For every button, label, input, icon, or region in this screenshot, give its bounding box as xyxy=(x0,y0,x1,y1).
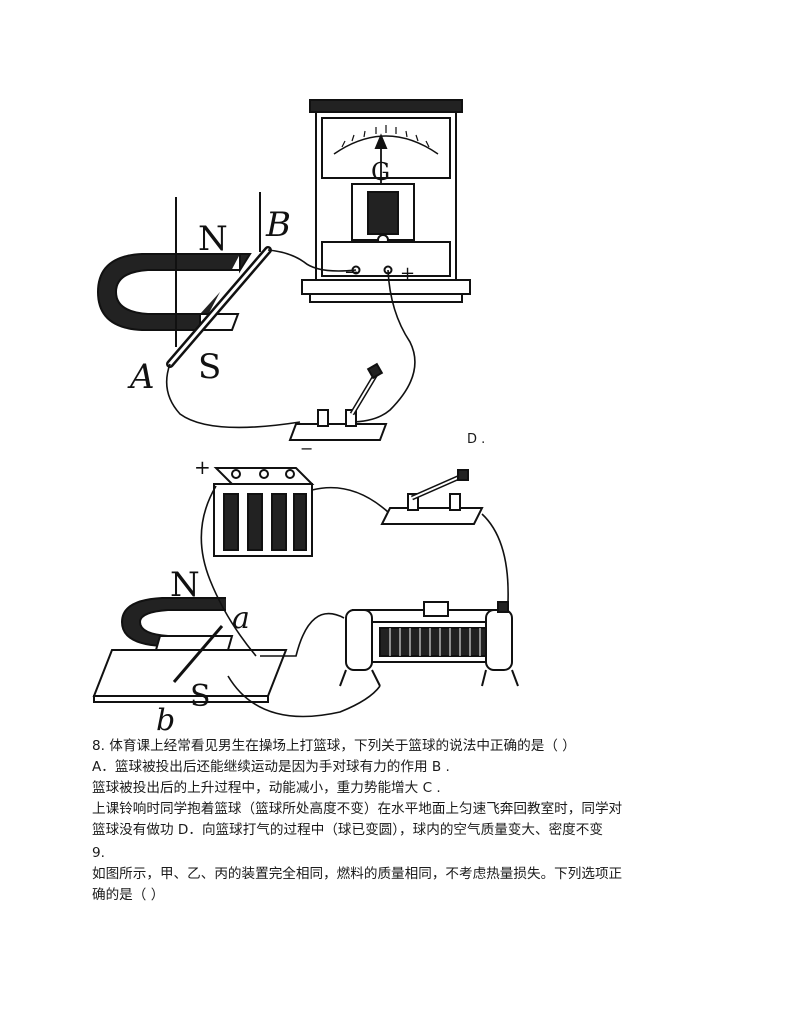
horseshoe-magnet-2 xyxy=(92,597,288,703)
conductor-rod-2 xyxy=(172,625,224,683)
question-9-line-1: 如图所示，甲、乙、丙的装置完全相同，燃料的质量相同，不考虑热量损失。下列选项正 xyxy=(92,866,623,882)
conductor-rod xyxy=(166,246,272,368)
pole-S-2: S xyxy=(190,679,211,714)
pole-N-2: N xyxy=(170,565,200,605)
question-9-line-2: 确的是（ ） xyxy=(92,887,165,903)
question-8-line-a: A．篮球被投出后还能继续运动是因为手对球有力的作用 B . xyxy=(92,759,450,775)
terminal-minus: − xyxy=(344,262,359,283)
question-8-line-d: 篮球没有做功 D．向篮球打气的过程中（球已变圆），球内的空气质量变大、密度不变 xyxy=(92,822,603,838)
question-8-line-c: 上课铃响时同学抱着篮球（篮球所处高度不变）在水平地面上匀速飞奔回教室时，同学对 xyxy=(92,801,623,817)
wires-2 xyxy=(200,485,509,718)
question-9-number: 9. xyxy=(92,845,105,861)
end-a: a xyxy=(232,601,250,636)
figure-battery-circuit: + xyxy=(90,450,530,740)
question-8-stem: 8. 体育课上经常看见男生在操场上打篮球，下列关于篮球的说法中正确的是（ ） xyxy=(92,738,576,754)
option-d-label: D . xyxy=(467,432,486,447)
figure-galvanometer-circuit: G − + N S A B xyxy=(90,92,480,458)
battery-plus: + xyxy=(194,455,211,479)
pole-N: N xyxy=(198,219,228,259)
knife-switch-2 xyxy=(380,469,484,525)
rails xyxy=(175,192,261,347)
galvanometer xyxy=(301,99,471,303)
battery xyxy=(213,467,315,557)
horseshoe-magnet xyxy=(96,253,252,331)
question-8: 8. 体育课上经常看见男生在操场上打篮球，下列关于篮球的说法中正确的是（ ） A… xyxy=(92,736,722,841)
meter-letter: G xyxy=(371,158,390,186)
wires xyxy=(165,249,416,429)
knife-switch xyxy=(288,362,388,441)
question-9: 9. 如图所示，甲、乙、丙的装置完全相同，燃料的质量相同，不考虑热量损失。下列选… xyxy=(92,843,722,906)
end-B: B xyxy=(265,205,291,245)
terminal-plus: + xyxy=(400,263,415,284)
figure-top-svg: G − + N S A B xyxy=(96,99,471,458)
rheostat xyxy=(339,601,519,687)
end-A: A xyxy=(127,357,155,397)
question-8-line-b: 篮球被投出后的上升过程中，动能减小，重力势能增大 C . xyxy=(92,780,441,796)
end-b: b xyxy=(156,703,175,738)
pole-S: S xyxy=(198,347,221,387)
figure-bottom-svg: + xyxy=(92,455,519,738)
